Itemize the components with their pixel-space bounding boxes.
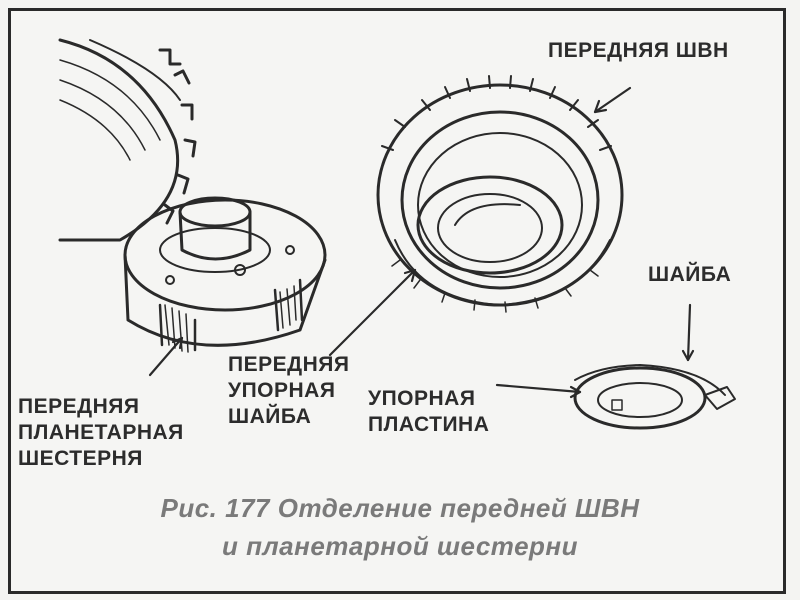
label-front-planetary-gear: ПЕРЕДНЯЯ ПЛАНЕТАРНАЯ ШЕСТЕРНЯ [18, 395, 184, 470]
label-washer: ШАЙБА [648, 263, 732, 286]
washer-assembly [573, 364, 736, 430]
figure-caption-line-2: и планетарной шестерни [222, 531, 578, 561]
front-thrust-washer [416, 175, 564, 275]
figure-caption-line-1: Рис. 177 Отделение передней ШВН [160, 493, 640, 523]
label-thrust-plate: УПОРНАЯ ПЛАСТИНА [368, 387, 490, 436]
label-front-thrust-washer: ПЕРЕДНЯЯ УПОРНАЯ ШАЙБА [228, 353, 350, 428]
sun-gear-drum [376, 75, 624, 313]
drum-partial [58, 38, 197, 242]
leader-lines [148, 86, 695, 399]
planetary-carrier [123, 196, 327, 353]
label-front-sun-gear: ПЕРЕДНЯЯ ШВН [548, 39, 729, 62]
